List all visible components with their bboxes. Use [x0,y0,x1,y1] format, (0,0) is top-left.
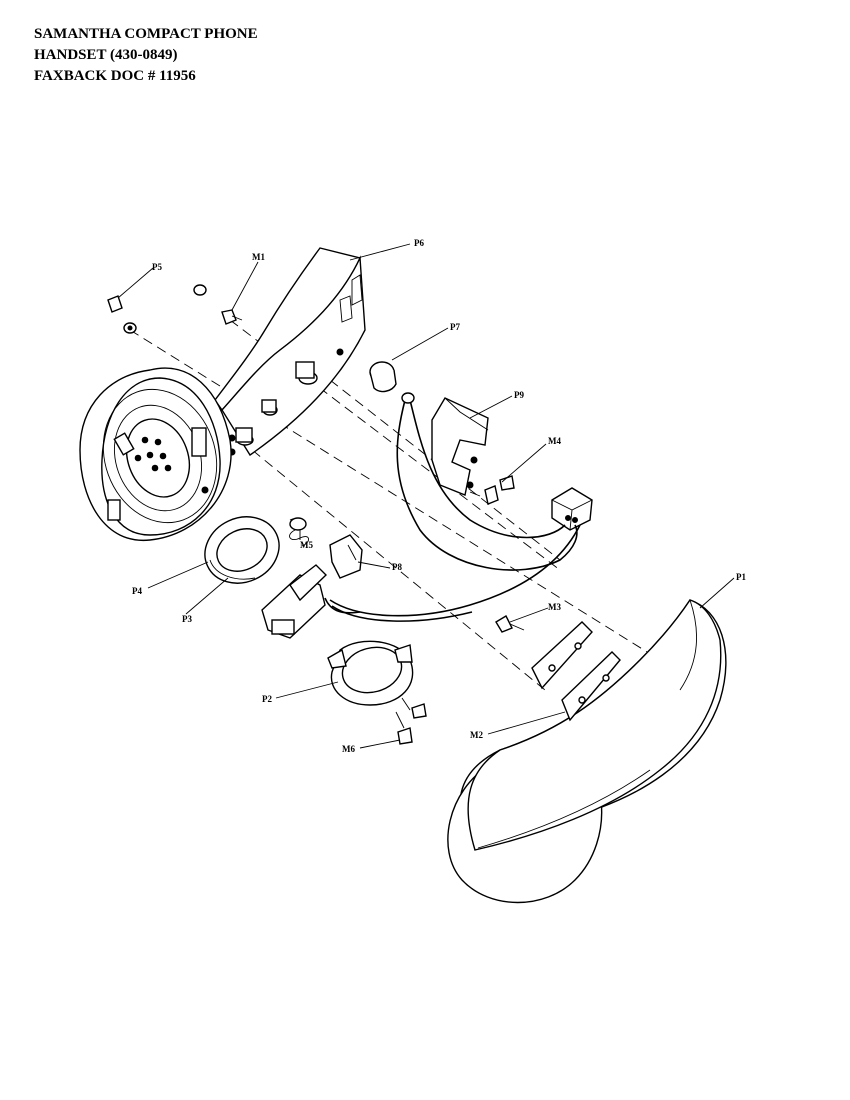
microphone-holder-assembly [261,564,361,639]
label-p9: P9 [514,390,524,400]
part-m6-screws [395,697,427,745]
label-p2: P2 [262,694,272,704]
part-connector-block [551,487,593,531]
label-m1: M1 [252,252,265,262]
label-p4: P4 [132,586,142,596]
label-p6: P6 [414,238,424,248]
part-p4-receiver-cup [79,367,232,541]
label-p1: P1 [736,572,746,582]
part-m3-screw [495,615,525,633]
label-p3: P3 [182,614,192,624]
doc-number-line: FAXBACK DOC # 11956 [34,68,196,84]
part-m2-plates [531,621,621,722]
callout-leader-lines [117,243,735,749]
document-header: SAMANTHA COMPACT PHONE HANDSET (430-0849… [34,24,258,87]
label-p7: P7 [450,322,460,332]
label-m3: M3 [548,602,561,612]
part-p5-pins [107,295,137,334]
label-m4: M4 [548,436,561,446]
model-line: HANDSET (430-0849) [34,47,178,63]
part-p6-upper-housing [214,247,366,456]
part-p2-clamp-ring [327,640,414,706]
part-m1-screws [193,284,243,325]
part-p9-bracket [431,397,515,505]
label-p8: P8 [392,562,402,572]
part-p8-clip [329,534,363,579]
part-m5-spring [289,517,309,547]
part-p3-gasket-ring [204,516,280,584]
label-p5: P5 [152,262,162,272]
part-p1-lower-housing [447,599,727,904]
title-line: SAMANTHA COMPACT PHONE [34,26,258,42]
label-m2: M2 [470,730,483,740]
part-p7-grommet [369,361,397,393]
label-m5: M5 [300,540,313,550]
label-m6: M6 [342,744,355,754]
wire-harness [329,392,581,622]
